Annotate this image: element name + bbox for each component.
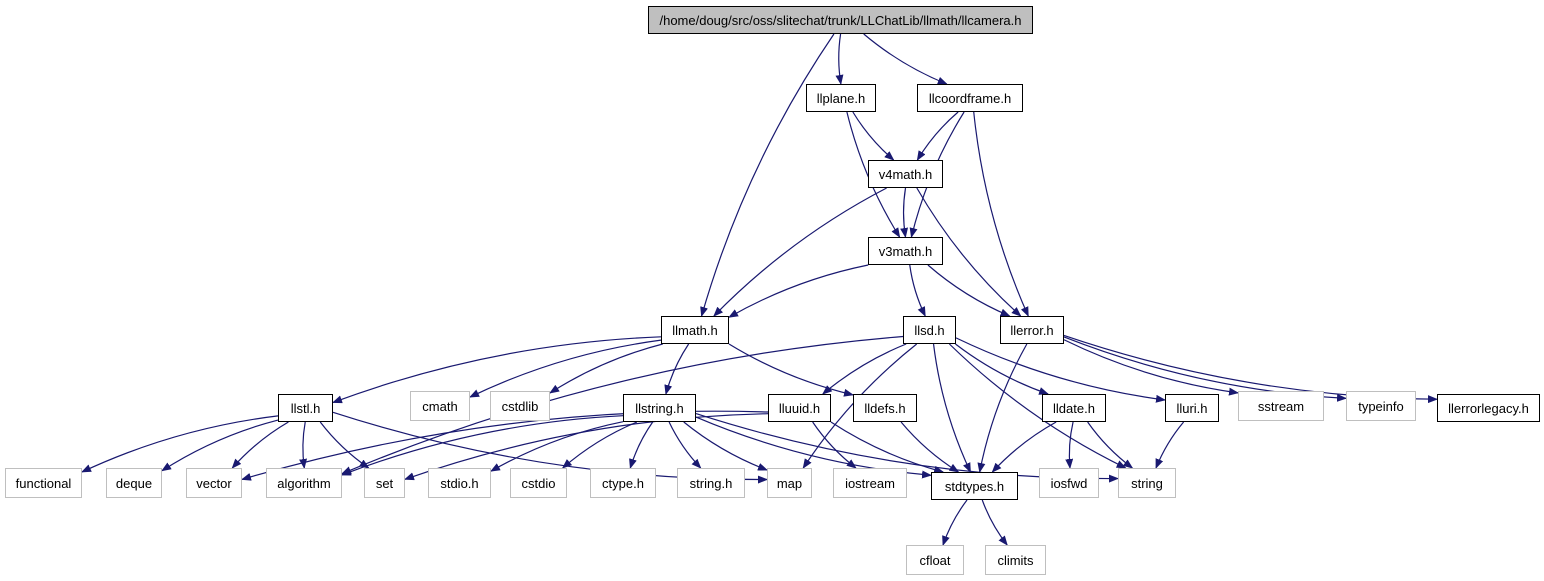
node-stdtypes[interactable]: stdtypes.h	[931, 472, 1018, 500]
edge-llerror-to-sstream	[1063, 339, 1239, 396]
edge-lldate-to-iosfwd	[1065, 421, 1074, 469]
edge-lldefs-to-stdtypes	[900, 421, 960, 473]
edge-llsd-to-lluri	[955, 337, 1166, 403]
edge-llstring-to-stringh	[668, 421, 702, 469]
edge-llstring-to-ctypeh	[629, 421, 654, 469]
edge-v3math-to-llmath	[728, 264, 869, 318]
node-llerrorlegacy[interactable]: llerrorlegacy.h	[1437, 394, 1540, 422]
edge-lluuid-to-set	[404, 413, 769, 481]
node-llstl[interactable]: llstl.h	[278, 394, 333, 422]
edge-llsd-to-lluuid	[822, 343, 907, 395]
node-iostream[interactable]: iostream	[833, 468, 907, 498]
edge-v3math-to-llerror	[927, 264, 1011, 317]
node-set[interactable]: set	[364, 468, 405, 498]
edge-llstring-to-algorithm	[341, 415, 624, 476]
node-cstdlib[interactable]: cstdlib	[490, 391, 550, 421]
node-llmath[interactable]: llmath.h	[661, 316, 729, 344]
node-algorithm[interactable]: algorithm	[266, 468, 342, 498]
node-llerror[interactable]: llerror.h	[1000, 316, 1064, 344]
node-string[interactable]: string	[1118, 468, 1176, 498]
edge-llmath-to-lldefs	[728, 343, 854, 397]
node-deque[interactable]: deque	[106, 468, 162, 498]
node-stringh[interactable]: string.h	[677, 468, 745, 498]
node-climits[interactable]: climits	[985, 545, 1046, 575]
edge-llstl-to-algorithm	[299, 421, 308, 469]
edge-llmath-to-cmath	[469, 339, 662, 398]
node-lldate[interactable]: lldate.h	[1042, 394, 1106, 422]
node-stdioh[interactable]: stdio.h	[428, 468, 491, 498]
edge-llsd-to-algorithm	[341, 335, 904, 475]
node-typeinfo[interactable]: typeinfo	[1346, 391, 1416, 421]
edge-llstl-to-set	[319, 421, 370, 469]
node-llsd[interactable]: llsd.h	[903, 316, 956, 344]
edge-llstl-to-vector	[231, 421, 289, 469]
node-lluri[interactable]: lluri.h	[1165, 394, 1219, 422]
edge-llmath-to-llstl	[332, 336, 662, 404]
edge-lldate-to-stdtypes	[991, 421, 1057, 473]
edge-llmath-to-llstring	[664, 343, 690, 395]
node-v4math[interactable]: v4math.h	[868, 160, 943, 188]
node-cfloat[interactable]: cfloat	[906, 545, 964, 575]
node-cstdio[interactable]: cstdio	[510, 468, 567, 498]
edge-llplane-to-v4math	[852, 111, 895, 161]
node-iosfwd[interactable]: iosfwd	[1039, 468, 1099, 498]
edge-llstl-to-functional	[81, 415, 279, 473]
edge-root-to-llplane	[835, 33, 844, 85]
edge-llstring-to-stdioh	[490, 421, 624, 472]
edge-root-to-llmath	[700, 33, 835, 317]
edge-lluri-to-string	[1155, 421, 1185, 469]
edge-llstl-to-deque	[161, 419, 279, 472]
edge-lldate-to-string	[1087, 421, 1134, 469]
edge-llstring-to-map	[683, 421, 768, 471]
edge-stdtypes-to-cfloat	[942, 499, 968, 546]
edge-root-to-llcoordframe	[863, 33, 948, 85]
edge-v4math-to-llerror	[916, 187, 1022, 317]
edge-v3math-to-llsd	[909, 264, 926, 317]
edge-lluuid-to-stdtypes	[830, 421, 945, 474]
node-llplane[interactable]: llplane.h	[806, 84, 876, 112]
edge-lluuid-to-iostream	[812, 421, 857, 469]
edge-llstring-to-cstdio	[561, 421, 638, 469]
node-ctypeh[interactable]: ctype.h	[590, 468, 656, 498]
edge-llerror-to-llerrorlegacy	[1063, 334, 1438, 404]
edge-llerror-to-stdtypes	[977, 343, 1028, 473]
node-root[interactable]: /home/doug/src/oss/slitechat/trunk/LLCha…	[648, 6, 1033, 34]
node-cmath[interactable]: cmath	[410, 391, 470, 421]
node-map[interactable]: map	[767, 468, 812, 498]
node-llcoordframe[interactable]: llcoordframe.h	[917, 84, 1023, 112]
edge-llsd-to-lldate	[955, 343, 1050, 395]
edge-llsd-to-string	[948, 343, 1127, 469]
edge-llmath-to-cstdlib	[549, 343, 663, 394]
node-lluuid[interactable]: lluuid.h	[768, 394, 831, 422]
node-llstring[interactable]: llstring.h	[623, 394, 696, 422]
edge-llcoordframe-to-v4math	[916, 111, 959, 161]
edge-llcoordframe-to-llerror	[973, 111, 1029, 317]
node-functional[interactable]: functional	[5, 468, 82, 498]
edge-v4math-to-v3math	[900, 187, 909, 238]
node-vector[interactable]: vector	[186, 468, 242, 498]
node-sstream[interactable]: sstream	[1238, 391, 1324, 421]
edge-v4math-to-llmath	[713, 187, 887, 317]
node-v3math[interactable]: v3math.h	[868, 237, 943, 265]
edge-stdtypes-to-climits	[981, 499, 1008, 546]
node-lldefs[interactable]: lldefs.h	[853, 394, 917, 422]
edge-llsd-to-stdtypes	[932, 343, 972, 473]
